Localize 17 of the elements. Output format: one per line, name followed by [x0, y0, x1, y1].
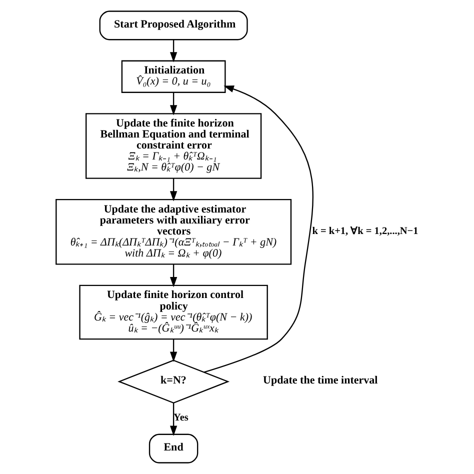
node-box: Update finite horizon control policy Ĝₖ = vec⁻¹(ĝₖ) = vec⁻¹(θ̂ₖᵀφ(N − k)) ûₖ = −(Ĝₖᵘᵘ)⁻¹Ĝₖᵘˣxₖ	[79, 284, 268, 340]
node-box: Update the adaptive estimator parameters with auxiliary error vectors θ̂ₖ₊₁ = ΔΠₖ(ΔΠₖᵀΔΠₖ)⁻¹(αΞᵀₖ,ₜₒₜₒₐₗ − Γₖᵀ + gN) with ΔΠₖ = Ωₖ + φ(0)	[56, 198, 292, 265]
node-box: Update the finite horizon Bellman Equation and terminal constraint error Ξₖ = Γₖ₋₁ + θ̂ₖᵀΩₖ₋₁ Ξₖ,N = θ̂ₖᵀφ(0) − gN	[86, 113, 262, 179]
edge-label: k = k+1, ∀k = 1,2,...,N−1	[312, 226, 418, 237]
arrow	[170, 403, 178, 436]
arrow	[170, 339, 178, 362]
edge-label: Yes	[174, 412, 188, 424]
node-box: Initialization V̂₀(x) = 0, u = u₀	[121, 60, 226, 93]
arrow	[170, 178, 178, 202]
node-box: End	[148, 434, 198, 464]
arrow	[170, 92, 178, 116]
arrow	[170, 264, 178, 288]
node-box: Start Proposed Algorithm	[99, 10, 248, 40]
label: Update the time interval	[263, 374, 378, 387]
arrow	[204, 86, 314, 373]
node-diamond: k=N?	[118, 360, 230, 404]
arrow	[170, 40, 178, 62]
